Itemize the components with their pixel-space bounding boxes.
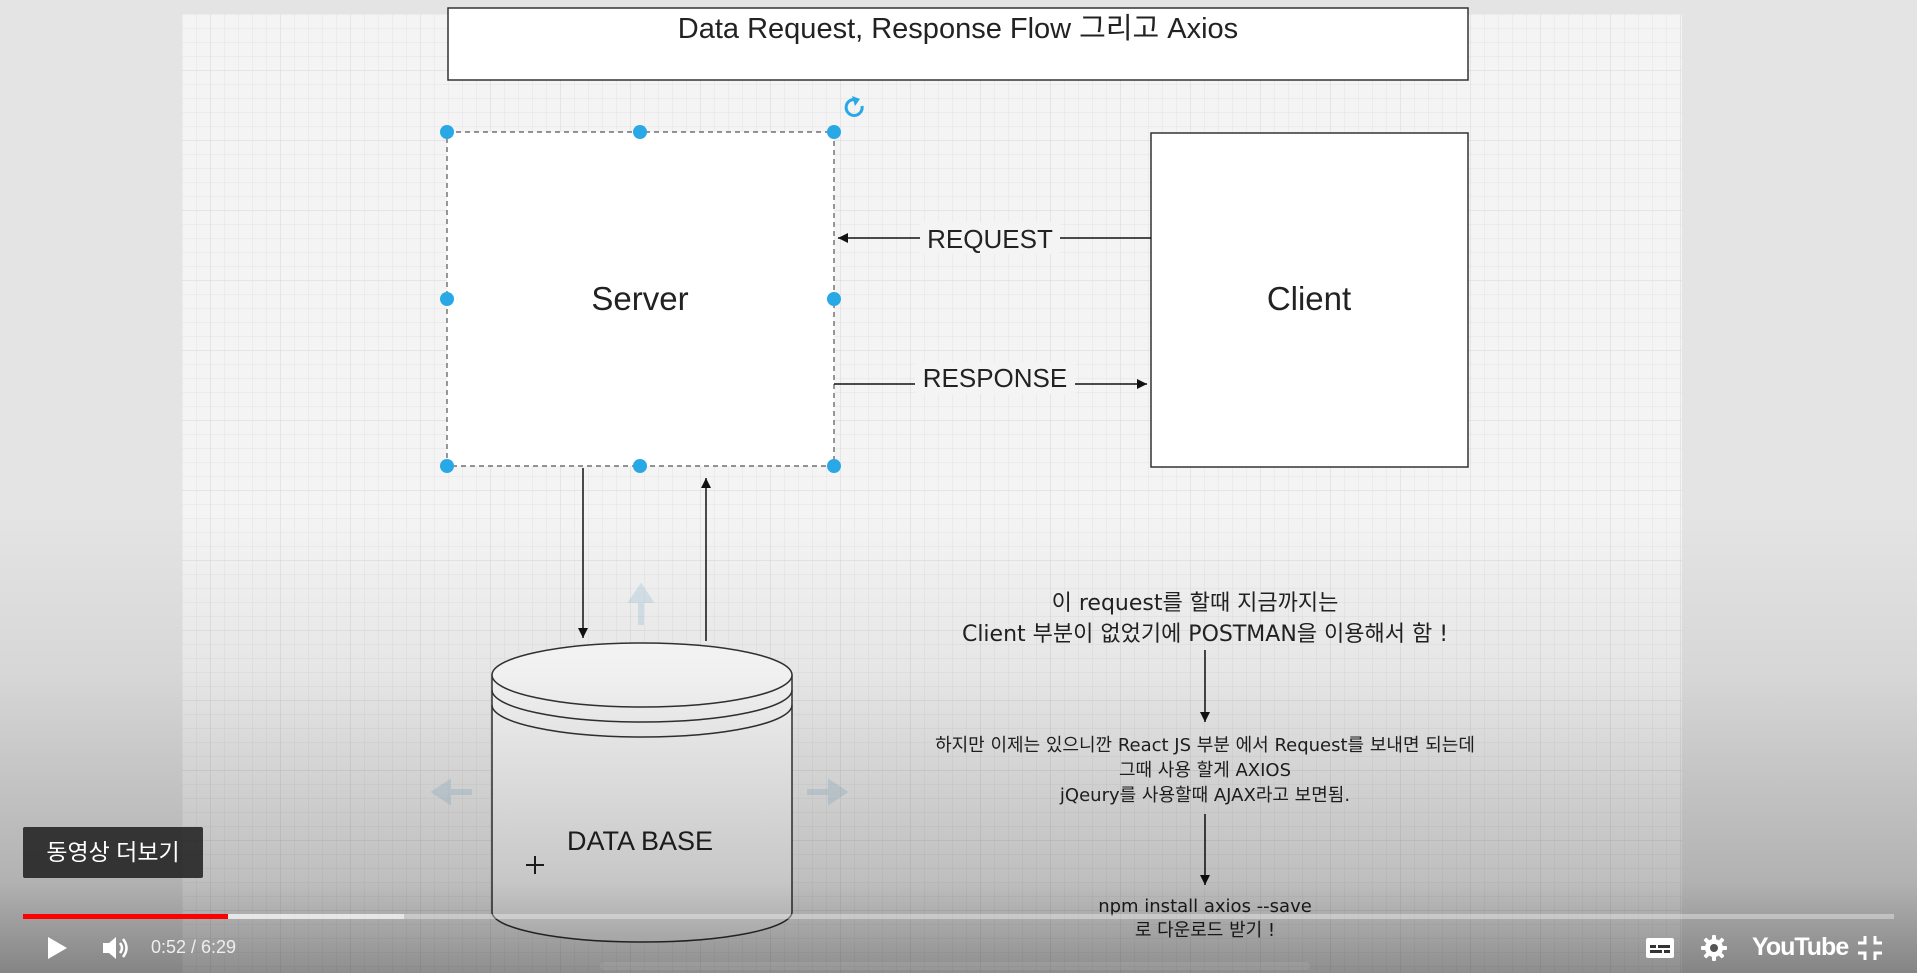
resize-handle[interactable] [440,459,454,473]
scroll-indicator [600,962,1310,970]
resize-handle[interactable] [440,292,454,306]
diagram-title: Data Request, Response Flow 그리고 Axios [678,13,1238,45]
volume-icon [103,936,128,959]
gear-icon [1701,934,1727,961]
time-display: 0:52 / 6:29 [151,937,237,957]
more-videos-button[interactable]: 동영상 더보기 [23,827,203,878]
client-box[interactable] [1150,132,1469,468]
request-label-bg [920,222,1060,254]
response-label: RESPONSE [923,363,1068,393]
note-2-line-3: jQeury를 사용할때 AJAX라고 보면됨. [1059,785,1350,806]
resize-handle[interactable] [827,125,841,139]
play-icon [48,936,67,959]
note-1-line-2: Client 부분이 없었기에 POSTMAN을 이용해서 함 ! [962,622,1448,647]
rotate-handle-icon[interactable] [844,96,864,117]
note-2-line-1: 하지만 이제는 있으니깐 React JS 부분 에서 Request를 보내면… [935,735,1475,756]
resize-handle[interactable] [827,292,841,306]
control-bar: 0:52 / 6:29 YouTube [0,922,1917,973]
move-cursor-icon [526,856,544,874]
server-box[interactable] [446,131,835,467]
exit-fullscreen-button[interactable] [1852,922,1888,973]
subtitles-icon [1646,937,1674,958]
youtube-logo[interactable]: YouTube [1752,933,1849,961]
exit-fullscreen-icon [1858,935,1882,960]
resize-handle[interactable] [633,459,647,473]
server-label: Server [591,280,688,317]
resize-handle[interactable] [827,459,841,473]
database-cylinder[interactable] [491,642,793,943]
resize-handle[interactable] [633,125,647,139]
resize-handle[interactable] [440,125,454,139]
progress-bar[interactable] [23,914,1894,919]
subtitles-button[interactable] [1642,922,1678,973]
client-label: Client [1267,280,1351,317]
settings-button[interactable] [1696,922,1732,973]
response-label-bg [915,362,1075,394]
note-3-line-1: npm install axios --save [1098,896,1312,917]
request-label: REQUEST [927,224,1053,254]
note-1-line-1: 이 request를 할때 지금까지는 [1052,591,1339,616]
progress-played [23,914,229,919]
selection-handles[interactable] [440,125,841,473]
connection-hints [430,582,849,806]
note-3-line-2: 로 다운로드 받기 ! [1135,920,1275,941]
play-button[interactable] [40,922,74,973]
title-box[interactable] [447,7,1469,81]
volume-button[interactable] [99,922,135,973]
note-2-line-2: 그때 사용 할게 AXIOS [1119,760,1291,781]
database-label: DATA BASE [567,826,713,856]
